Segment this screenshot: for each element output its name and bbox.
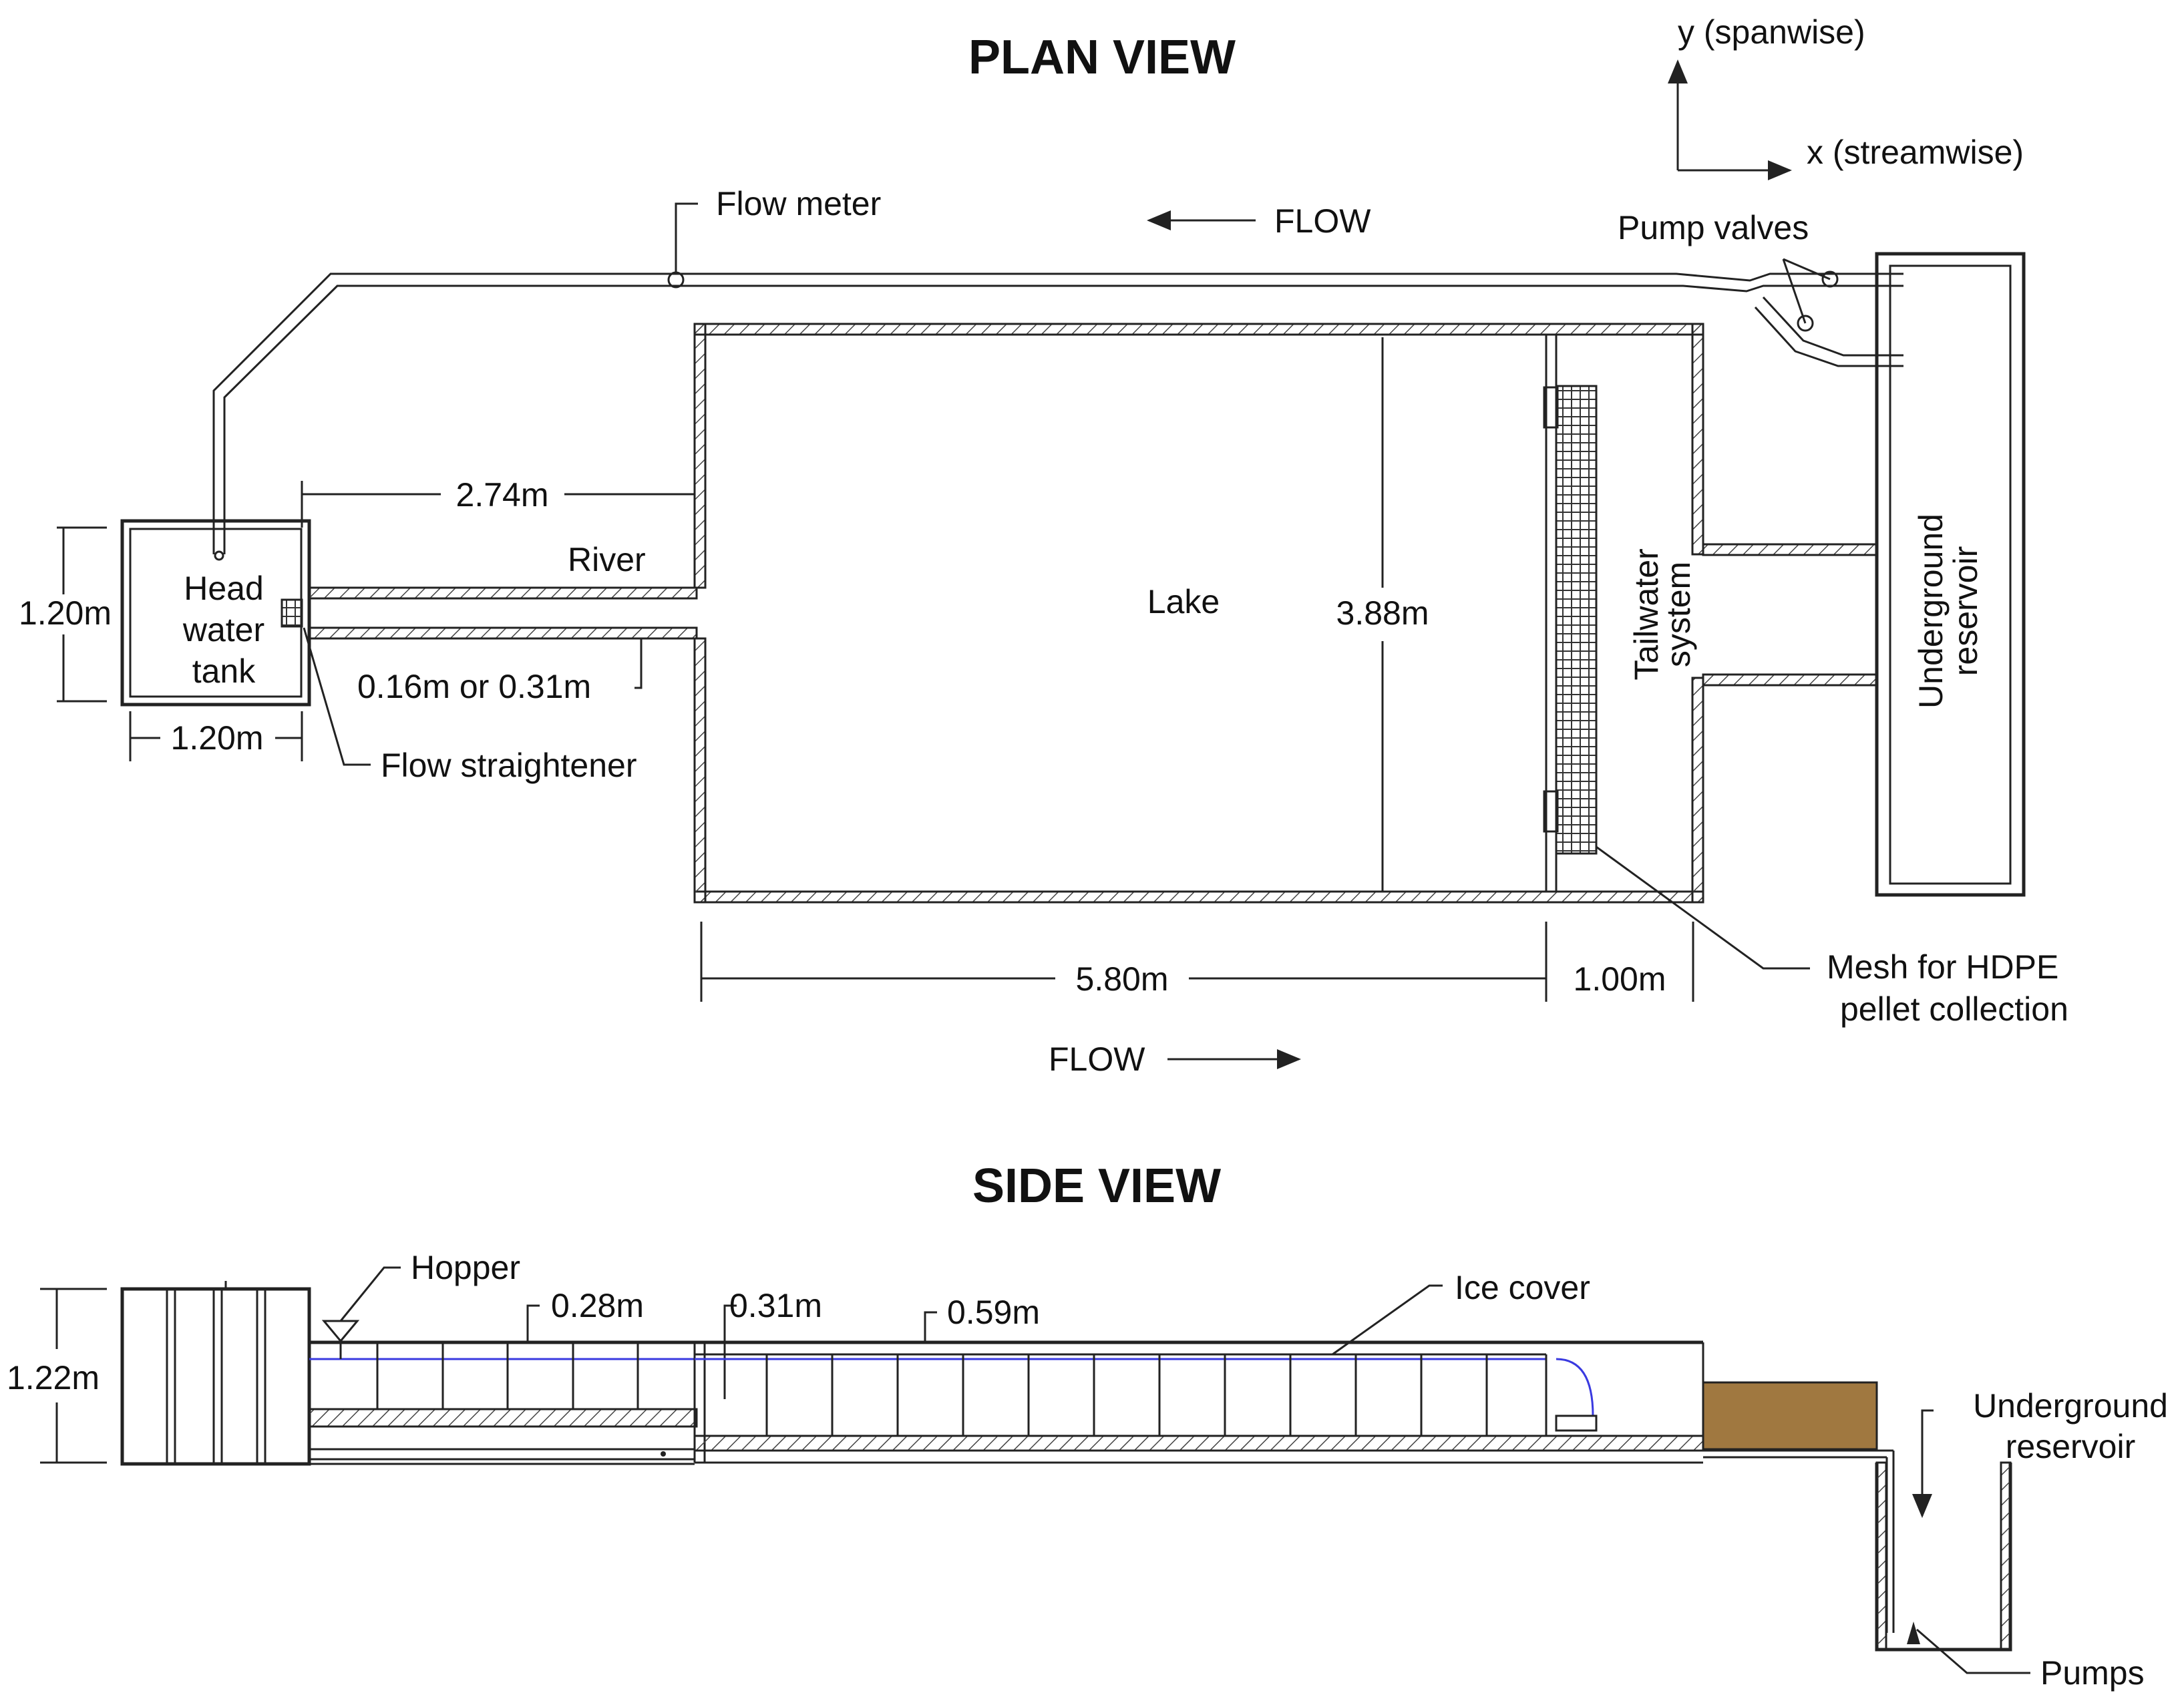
tank-height-dim: 1.20m	[19, 594, 112, 632]
tank-width-dim: 1.20m	[171, 719, 264, 757]
reservoir-side-label-2: reservoir	[2006, 1428, 2135, 1465]
ice-cover-label: Ice cover	[1455, 1269, 1590, 1306]
axes-indicator: y (spanwise) x (streamwise)	[1668, 13, 2024, 180]
lake-length-dimensions: 5.80m 1.00m	[700, 922, 1694, 1002]
lake-label: Lake	[1147, 583, 1220, 620]
sediment-box	[1702, 1381, 1878, 1451]
side-height-dimension: 1.22m	[7, 1288, 107, 1464]
tailwater-label-2: system	[1660, 562, 1697, 667]
return-pipe	[212, 272, 1903, 561]
river-channel: River 2.74m 0.16m or 0.31m	[301, 476, 698, 705]
river-label: River	[568, 541, 646, 578]
pump-valves: Pump valves	[1618, 209, 1839, 332]
side-dimension-labels: 0.28m 0.31m 0.59m	[526, 1287, 1040, 1399]
hopper-label: Hopper	[411, 1249, 520, 1286]
river-side	[308, 1340, 698, 1451]
underground-reservoir-plan: Underground reservoir	[1875, 252, 2026, 897]
reservoir-plan-label-2: reservoir	[1947, 546, 1984, 676]
flow-arrow-top: FLOW	[1147, 202, 1371, 240]
hopper: Hopper	[321, 1249, 520, 1359]
reservoir-side-label-1: Underground	[1973, 1387, 2168, 1425]
tailwater-system: Tailwater system	[1543, 385, 1878, 855]
ice-cover-callout: Ice cover	[1332, 1269, 1590, 1356]
flow-meter: Flow meter	[667, 185, 881, 289]
side-dim-2: 0.31m	[729, 1287, 822, 1324]
flow-meter-label: Flow meter	[716, 185, 881, 222]
lake-width-dim: 3.88m	[1336, 594, 1429, 632]
flow-top-label: FLOW	[1274, 202, 1371, 240]
underground-reservoir-side: Underground reservoir	[1875, 1387, 2168, 1652]
flow-arrow-bottom: FLOW	[1049, 1040, 1301, 1078]
river-width-dim: 0.16m or 0.31m	[357, 668, 591, 705]
lake-length-dim: 5.80m	[1076, 960, 1169, 998]
tank-label-3: tank	[192, 652, 256, 690]
side-base	[122, 1451, 695, 1465]
mesh-label-2: pellet collection	[1840, 990, 2068, 1028]
plan-view: PLAN VIEW y (spanwise) x (streamwise) FL…	[19, 13, 2068, 1078]
return-channel-side	[1703, 1449, 1895, 1633]
side-dim-3: 0.59m	[947, 1294, 1040, 1331]
lake-side	[693, 1340, 1704, 1464]
pumps: Pumps	[1907, 1622, 2145, 1692]
side-view-title: SIDE VIEW	[972, 1159, 1221, 1213]
tailwater-length-dim: 1.00m	[1574, 960, 1666, 998]
river-length-dim: 2.74m	[456, 476, 549, 514]
pump-valves-label: Pump valves	[1618, 209, 1809, 246]
pumps-label: Pumps	[2040, 1654, 2145, 1692]
side-height-dim: 1.22m	[7, 1359, 100, 1396]
lake-basin: Lake 3.88m	[693, 323, 1704, 904]
reservoir-plan-label-1: Underground	[1912, 514, 1950, 709]
river-cover-segments	[376, 1342, 639, 1409]
tank-label-1: Head	[184, 570, 264, 607]
flow-bottom-label: FLOW	[1049, 1040, 1145, 1078]
mesh-label-1: Mesh for HDPE	[1827, 948, 2058, 986]
mesh-callout: Mesh for HDPE pellet collection	[1596, 845, 2068, 1028]
head-water-tank: Head water tank	[120, 519, 311, 707]
axis-x-label: x (streamwise)	[1807, 134, 2024, 171]
side-dim-1: 0.28m	[551, 1287, 644, 1324]
flow-straightener-callout: Flow straightener	[303, 627, 637, 784]
flow-straightener-label: Flow straightener	[381, 747, 637, 784]
side-view: SIDE VIEW 1.22m	[7, 1159, 2168, 1692]
plan-view-title: PLAN VIEW	[968, 31, 1236, 84]
tank-dimensions: 1.20m 1.20m	[19, 526, 303, 761]
tank-label-2: water	[182, 611, 264, 648]
axis-y-label: y (spanwise)	[1678, 13, 1865, 51]
tailwater-label-1: Tailwater	[1628, 548, 1665, 680]
head-tank-side	[120, 1281, 311, 1466]
ice-cover-segments	[765, 1354, 1548, 1436]
